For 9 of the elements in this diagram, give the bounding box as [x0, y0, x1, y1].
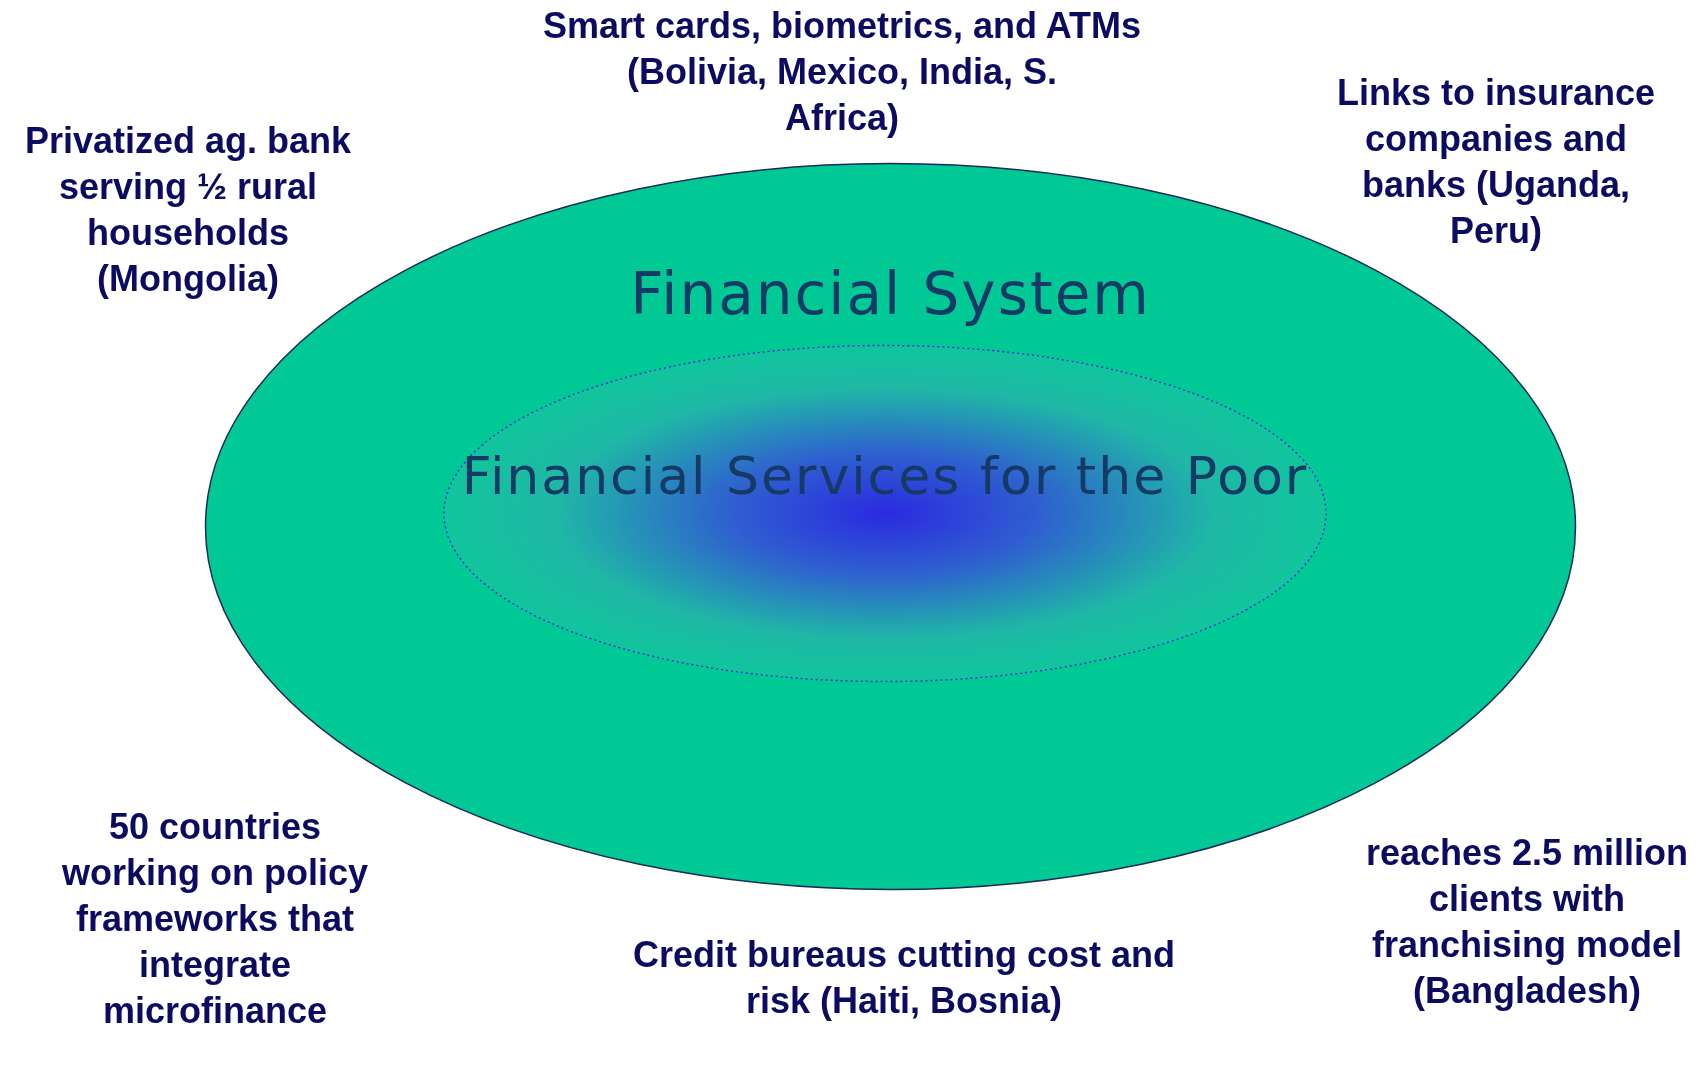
- example-note: Links to insurance companies and banks (Uganda, Peru): [1335, 71, 1657, 253]
- example-note: Smart cards, biometrics, and ATMs: [541, 4, 1143, 48]
- example-note: Privatized ag. bank serving ½ rural households (Mongolia): [23, 119, 353, 301]
- ellipse-title: Financial Services for the Poor: [460, 445, 1310, 507]
- example-note: 50 countries working on policy frameworks that integrate microfinance: [61, 805, 369, 1033]
- example-note: (Bolivia, Mexico, India, S. Africa): [625, 50, 1059, 140]
- example-note: Credit bureaus cutting cost and risk (Haiti, Bosnia): [631, 933, 1177, 1023]
- example-note: reaches 2.5 million clients with franchising model (Bangladesh): [1364, 831, 1690, 1013]
- inner-ellipse: [443, 344, 1327, 683]
